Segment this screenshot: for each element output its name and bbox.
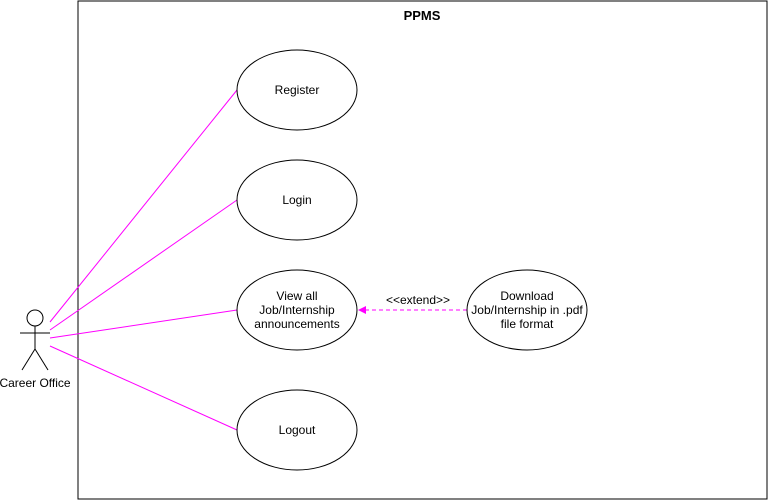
- use-case-download-pdf[interactable]: Download Job/Internship in .pdf file for…: [466, 269, 588, 351]
- use-case-view-line-1: View all: [276, 289, 317, 303]
- use-case-logout-label: Logout: [279, 423, 316, 437]
- use-case-register-label: Register: [275, 83, 320, 97]
- association-login: [49, 199, 238, 331]
- actor-head: [26, 309, 44, 327]
- use-case-login-label: Login: [282, 193, 311, 207]
- actor-right-leg: [34, 348, 49, 371]
- use-case-view-line-2: Job/Internship: [259, 303, 335, 317]
- use-case-view-line-3: announcements: [254, 317, 339, 331]
- use-case-view-announcements[interactable]: View all Job/Internship announcements: [236, 269, 358, 351]
- use-case-logout[interactable]: Logout: [236, 389, 358, 471]
- use-case-login[interactable]: Login: [236, 159, 358, 241]
- association-view: [49, 309, 238, 339]
- use-case-register[interactable]: Register: [236, 49, 358, 131]
- use-case-download-line-2: Job/Internship in .pdf: [471, 303, 583, 317]
- system-boundary: [77, 0, 768, 500]
- use-case-download-line-3: file format: [501, 317, 554, 331]
- actor-left-leg: [21, 348, 36, 371]
- actor-label: Career Office: [0, 376, 71, 390]
- association-register: [49, 89, 238, 323]
- use-case-download-line-1: Download: [500, 289, 553, 303]
- system-title: PPMS: [404, 8, 441, 23]
- association-logout: [49, 345, 238, 431]
- actor-career-office[interactable]: Career Office: [0, 309, 71, 390]
- extend-label: <<extend>>: [386, 293, 450, 307]
